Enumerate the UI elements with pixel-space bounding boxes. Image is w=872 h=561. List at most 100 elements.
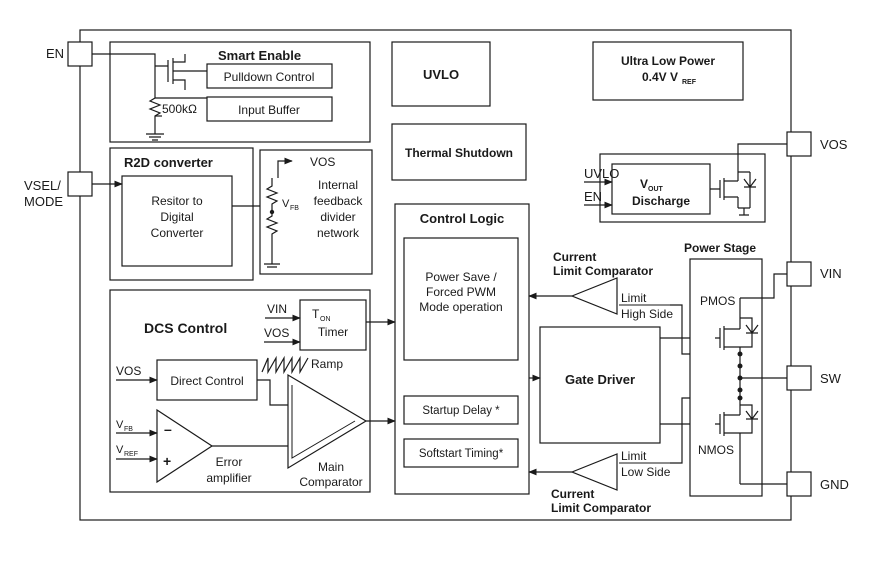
pulldown-control-label: Pulldown Control [224,70,315,84]
ground-icon [146,133,164,141]
psm-box [403,237,519,361]
fb-line3: divider [320,210,355,224]
startup-delay-label: Startup Delay * [422,405,500,417]
r2d-converter-block: R2D converter Resitor to Digital Convert… [92,147,269,281]
fb-vfb: V [282,198,290,210]
r2d-line2: Digital [160,210,193,224]
softstart-label: Softstart Timing* [419,448,504,460]
cl-bottom-line1: Current [551,487,594,501]
discharge-transistor-icon [710,172,739,208]
ea-vref-sub: REF [124,451,138,458]
control-logic-block: Control Logic Power Save / Forced PWM Mo… [394,203,530,495]
control-logic-title: Control Logic [420,211,505,226]
thermal-label: Thermal Shutdown [405,146,513,160]
pin-vos-label: VOS [820,137,848,152]
cl-top-line2: Limit Comparator [553,264,653,278]
cl-bottom-limit: Limit [621,449,647,463]
discharge-vout: V [640,177,648,191]
pin-sw-label: SW [820,371,842,386]
psm-line2: Forced PWM [426,285,496,299]
power-stage-block: Power Stage PMOS NMOS [684,241,787,497]
main-comparator-line2: Comparator [299,475,362,489]
thermal-shutdown-block: Thermal Shutdown [391,123,527,181]
r2d-title: R2D converter [124,155,213,170]
fb-line4: network [317,226,360,240]
cl-top-limit: Limit [621,291,647,305]
softstart-box [403,438,519,468]
ea-vref: V [116,444,124,456]
cl-bottom-line2: Limit Comparator [551,501,651,515]
discharge-inner-box [611,163,711,215]
pmos-label: PMOS [700,294,735,308]
ton-vin: VIN [267,302,287,316]
ea-plus: + [163,453,171,469]
pmos-transistor-icon [715,298,741,380]
ramp-label: Ramp [311,357,343,371]
ton-label: T [312,307,320,321]
smart-enable-title: Smart Enable [218,48,301,63]
ea-vfb: V [116,419,124,431]
cl-top-side: High Side [621,307,673,321]
ultra-low-power-block: Ultra Low Power 0.4V V REF [592,41,744,101]
ton-timer-box [299,299,367,351]
vout-discharge-block: V OUT Discharge UVLO EN [584,143,787,223]
direct-control-label: Direct Control [170,374,243,388]
discharge-label: Discharge [632,194,690,208]
discharge-uvlo-input: UVLO [584,166,619,181]
cl-top-line1: Current [553,250,596,264]
uvlo-block: UVLO [391,41,491,107]
discharge-en-input: EN [584,189,602,204]
input-buffer-box [206,96,333,122]
ea-minus: – [164,421,172,437]
startup-delay-box [403,395,519,425]
ea-vfb-sub: FB [124,426,133,433]
psm-line3: Mode operation [419,300,502,314]
gate-driver-label: Gate Driver [565,372,635,387]
ton-vos: VOS [264,326,289,340]
r2d-inner-box [121,175,233,267]
timer-label: Timer [318,325,348,339]
pin-sw: SW [786,365,842,391]
ulp-sub: REF [682,79,697,86]
ea-line1: Error [216,455,243,469]
pin-vsel-label-2: MODE [24,194,63,209]
gate-driver-block: Gate Driver [529,326,715,444]
fb-vos-label: VOS [310,155,335,169]
r2d-line3: Converter [151,226,204,240]
current-limit-low-block: Limit Low Side Current Limit Comparator [528,397,740,515]
dcs-title: DCS Control [144,320,227,336]
main-comparator-icon [287,373,368,470]
error-amplifier-icon [156,408,214,484]
cl-top-triangle-icon [570,277,618,315]
resistor-label: 500kΩ [162,102,197,116]
main-comparator-line1: Main [318,460,344,474]
ea-line2: amplifier [206,471,251,485]
pin-vsel-label-1: VSEL/ [24,178,61,193]
nmos-label: NMOS [698,443,734,457]
current-limit-high-block: Current Limit Comparator Limit High Side [528,250,740,355]
ton-sub: ON [320,316,331,323]
direct-vos: VOS [116,364,141,378]
pin-en-label: EN [46,46,64,61]
input-buffer-label: Input Buffer [238,103,300,117]
pulldown-control-box [206,63,333,89]
cl-bottom-triangle-icon [570,453,618,491]
pin-en: EN [46,41,93,67]
ulp-line2: 0.4V V [642,70,678,84]
fb-line1: Internal [318,178,358,192]
pin-vsel-mode: VSEL/ MODE [24,171,93,209]
nmos-transistor-icon [715,380,741,484]
ramp-waveform-icon [261,355,309,375]
dcs-control-block: DCS Control T ON Timer VIN VOS Ramp Dire… [109,289,396,493]
pin-vos: VOS [786,131,848,157]
ulp-line1: Ultra Low Power [621,54,715,68]
feedback-divider-block: VOS V FB Internal feedback divider netwo… [259,149,373,275]
cl-bottom-side: Low Side [621,465,671,479]
power-stage-title: Power Stage [684,241,756,255]
fb-vfb-sub: FB [290,205,299,212]
pin-gnd: GND [786,471,849,497]
discharge-vout-sub: OUT [648,186,664,193]
r2d-line1: Resitor to [151,194,203,208]
psm-line1: Power Save / [425,270,497,284]
